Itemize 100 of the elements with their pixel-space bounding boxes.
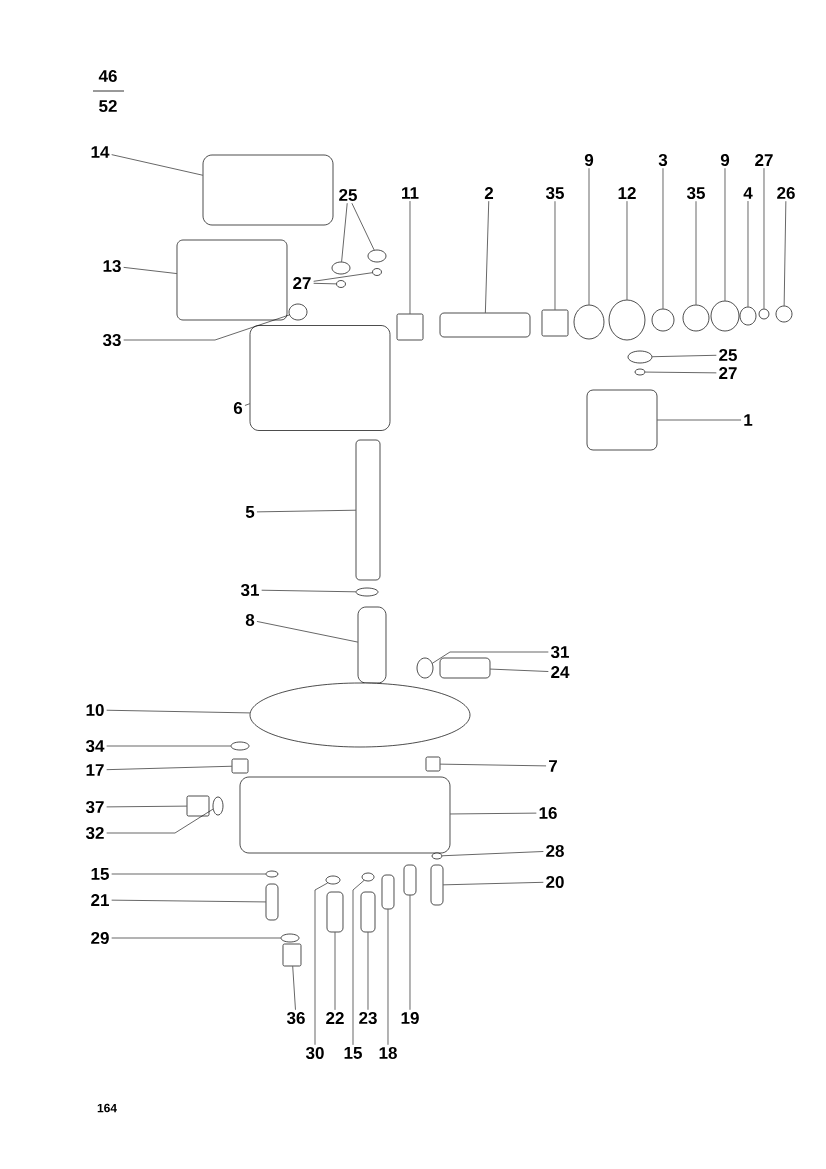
leader-line xyxy=(695,200,697,305)
bracket xyxy=(586,389,658,451)
callout-number: 5 xyxy=(245,506,255,518)
callout-number: 7 xyxy=(549,760,557,772)
sleeve xyxy=(231,758,249,774)
leader-line xyxy=(724,167,726,301)
callout-number: 23 xyxy=(359,1011,377,1025)
leader-line xyxy=(313,272,373,282)
callout-number: 31 xyxy=(550,645,569,659)
plug xyxy=(186,795,210,817)
leader-line xyxy=(351,202,375,251)
tube xyxy=(355,439,381,581)
callout-number: 21 xyxy=(91,894,109,906)
leader-line xyxy=(442,851,544,857)
leader-line xyxy=(313,283,337,285)
washer xyxy=(361,872,375,882)
callout-number: 34 xyxy=(85,739,105,753)
leader-line xyxy=(450,812,537,815)
coupling xyxy=(396,313,424,341)
leader-line xyxy=(657,419,742,421)
pipe xyxy=(357,606,387,684)
gasket xyxy=(249,682,471,748)
callout-number: 28 xyxy=(546,845,564,858)
callout-number: 37 xyxy=(85,800,104,814)
leader-line xyxy=(106,808,214,834)
leader-line xyxy=(763,167,765,309)
leader-line xyxy=(106,805,187,808)
callout-number: 27 xyxy=(293,277,311,289)
callout-number: 8 xyxy=(245,614,255,627)
nut xyxy=(331,261,351,275)
bushing xyxy=(573,304,605,340)
leader-line xyxy=(652,354,717,358)
pump-body xyxy=(249,325,391,431)
leader-line xyxy=(256,621,358,643)
page-number: 164 xyxy=(97,1103,117,1113)
callout-number: 15 xyxy=(344,1047,362,1059)
leader-line xyxy=(409,200,411,314)
gear xyxy=(608,299,646,341)
bushing xyxy=(651,308,675,332)
bearing xyxy=(541,309,569,337)
leader-line xyxy=(409,895,411,1011)
group-number: 46 xyxy=(98,70,117,83)
callout-number: 2 xyxy=(484,187,494,199)
callout-number: 4 xyxy=(743,187,753,199)
callout-number: 33 xyxy=(102,333,121,347)
leader-line xyxy=(554,200,556,310)
leader-line xyxy=(106,709,251,714)
callout-number: 32 xyxy=(85,826,104,840)
callout-number: 1 xyxy=(744,414,753,426)
callout-number: 27 xyxy=(719,367,737,379)
bolt xyxy=(403,864,417,896)
callout-number: 27 xyxy=(755,154,773,166)
bolt xyxy=(439,657,491,679)
callout-number: 16 xyxy=(539,807,557,820)
ring xyxy=(230,741,250,751)
leader-line xyxy=(783,200,787,306)
leader-line xyxy=(662,167,664,309)
leader-line xyxy=(626,200,628,300)
bolt xyxy=(430,864,444,906)
ring xyxy=(288,303,308,321)
bolt xyxy=(381,874,395,910)
callout-number: 20 xyxy=(546,876,564,889)
leader-line xyxy=(352,880,365,1046)
leader-line xyxy=(123,267,177,274)
callout-number: 36 xyxy=(286,1011,305,1025)
leader-line xyxy=(440,763,547,767)
washer xyxy=(336,280,346,288)
leader-line xyxy=(588,167,590,305)
leader-line xyxy=(490,668,549,672)
nut xyxy=(627,350,653,364)
bolt xyxy=(265,883,279,921)
callout-number: 14 xyxy=(91,146,110,158)
leader-line xyxy=(341,202,348,262)
bearing xyxy=(682,304,710,332)
filter xyxy=(176,239,288,321)
leader-line xyxy=(747,200,749,307)
leader-line xyxy=(292,966,296,1011)
callout-number: 9 xyxy=(720,154,730,167)
leader-line xyxy=(261,589,356,593)
leader-line xyxy=(111,154,203,176)
ring xyxy=(416,657,434,679)
bolt xyxy=(360,891,376,933)
group-number: 52 xyxy=(99,100,117,113)
leader-line xyxy=(485,200,490,313)
callout-number: 17 xyxy=(86,764,104,776)
callout-number: 19 xyxy=(401,1012,419,1025)
leader-line xyxy=(106,745,231,747)
leader-line xyxy=(256,509,356,513)
ring xyxy=(355,587,379,597)
washer xyxy=(431,852,443,860)
leader-line xyxy=(244,403,250,406)
callout-number: 11 xyxy=(402,187,419,199)
washer xyxy=(325,875,341,885)
leader-line xyxy=(645,371,717,374)
callout-number: 26 xyxy=(777,187,795,200)
callout-number: 35 xyxy=(686,186,705,200)
callout-number: 25 xyxy=(339,189,357,202)
callout-number: 29 xyxy=(91,932,109,945)
callout-number: 12 xyxy=(618,187,636,199)
callout-number: 3 xyxy=(658,153,668,167)
